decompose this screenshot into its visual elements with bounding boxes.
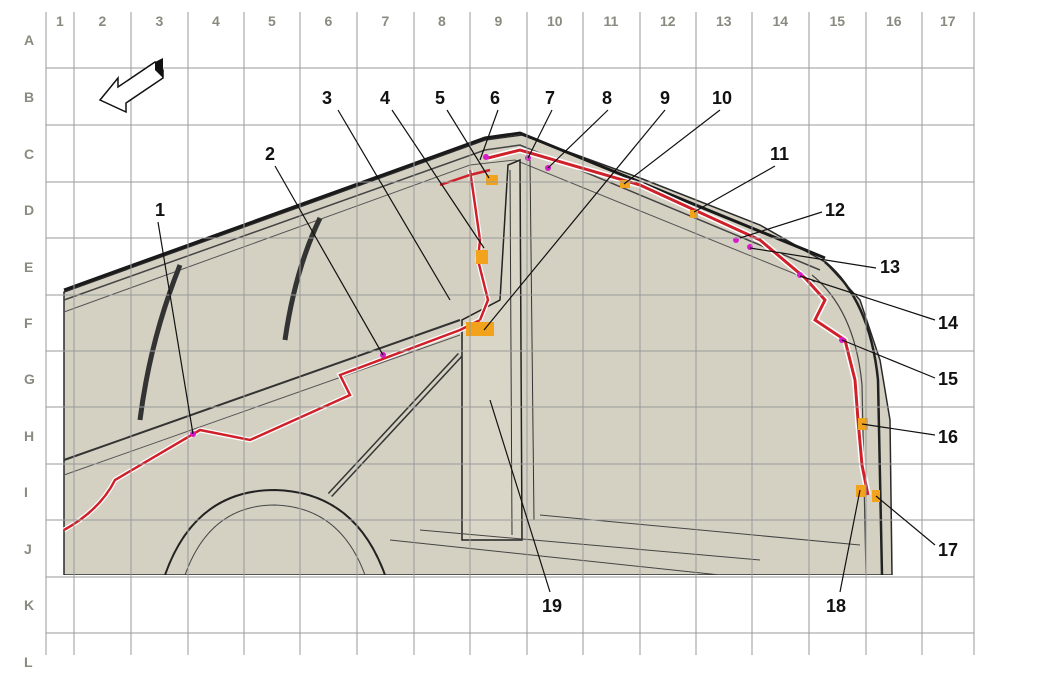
leader-line-15 xyxy=(841,339,936,379)
leader-line-11 xyxy=(693,165,776,213)
wall-rib-2 xyxy=(282,216,323,341)
grid-column-label: 11 xyxy=(603,13,619,29)
grid-column-label: 4 xyxy=(212,13,220,29)
leader-line-6 xyxy=(479,109,499,161)
leader-line-9 xyxy=(483,109,666,331)
leader-line-13 xyxy=(749,247,877,269)
leader-line-7 xyxy=(527,109,553,159)
floor-rib-2 xyxy=(419,529,761,561)
belt-line-2 xyxy=(63,334,461,476)
reference-grid xyxy=(45,12,975,655)
grid-column-label: 9 xyxy=(494,13,503,29)
grid-row-label: J xyxy=(24,540,32,557)
leader-line-5 xyxy=(446,109,490,179)
callout-15: 15 xyxy=(938,369,959,389)
grid-row-label: G xyxy=(24,371,35,387)
leader-line-8 xyxy=(547,109,609,169)
callout-19: 19 xyxy=(542,596,563,616)
b-pillar xyxy=(461,158,523,541)
grid-column-label: 16 xyxy=(886,13,902,29)
connector-magenta xyxy=(483,154,489,160)
grid-row-label: B xyxy=(24,88,35,105)
callout-1: 1 xyxy=(155,200,166,220)
rear-door-frame-inner xyxy=(811,274,867,576)
grid-row-label: D xyxy=(24,202,35,218)
callout-16: 16 xyxy=(938,427,959,447)
grid-column-label: 10 xyxy=(547,13,563,29)
leader-line-14 xyxy=(799,275,936,321)
connector-orange xyxy=(486,175,498,185)
leader-line-16 xyxy=(861,423,936,436)
leader-line-2 xyxy=(274,165,384,356)
grid-column-label: 17 xyxy=(940,13,956,29)
wall-rib-1 xyxy=(137,264,183,421)
grid-row-label: F xyxy=(24,315,33,331)
front-direction-arrow-icon xyxy=(98,58,164,114)
b-pillar-edge-2 xyxy=(529,159,535,521)
grid-row-label: I xyxy=(24,484,28,500)
callout-13: 13 xyxy=(880,257,901,277)
grid-column-label: 13 xyxy=(716,13,732,29)
grid-column-label: 7 xyxy=(381,13,390,29)
callout-12: 12 xyxy=(825,200,846,220)
grid-row-label: K xyxy=(24,597,35,613)
leader-lines xyxy=(157,109,936,593)
grid-column-label: 15 xyxy=(829,13,846,29)
leader-line-3 xyxy=(337,109,451,301)
callout-8: 8 xyxy=(602,88,613,108)
callout-10: 10 xyxy=(712,88,733,108)
grid-row-label: C xyxy=(24,145,35,162)
callout-18: 18 xyxy=(826,596,847,616)
connector-orange xyxy=(620,180,630,188)
callout-11: 11 xyxy=(770,144,790,164)
callout-3: 3 xyxy=(322,88,333,108)
leader-line-17 xyxy=(875,495,936,546)
grid-column-label: 1 xyxy=(56,13,64,29)
callout-5: 5 xyxy=(435,88,446,108)
grid-column-label: 3 xyxy=(155,13,164,29)
grid-column-label: 6 xyxy=(324,13,333,29)
roof-rail-inner xyxy=(63,144,821,301)
callout-7: 7 xyxy=(545,88,556,108)
grid-column-label: 2 xyxy=(98,13,107,29)
rear-door-frame xyxy=(824,261,884,576)
callout-6: 6 xyxy=(490,88,501,108)
connector-orange xyxy=(856,485,866,497)
belt-line xyxy=(63,319,461,461)
leader-line-10 xyxy=(623,109,721,185)
grid-row-label: H xyxy=(24,427,35,444)
leader-line-4 xyxy=(391,109,485,249)
vehicle-body xyxy=(63,131,893,576)
grid-column-label: 12 xyxy=(660,13,676,29)
diagonal-brace-inner xyxy=(328,353,462,497)
wheel-arch-inner xyxy=(184,504,366,576)
leader-line-12 xyxy=(739,211,823,239)
callout-9: 9 xyxy=(660,88,671,108)
b-pillar-edge xyxy=(509,169,513,536)
connector-orange xyxy=(476,250,488,264)
callout-17: 17 xyxy=(938,540,959,560)
connector-orange xyxy=(690,210,698,218)
grid-row-label: A xyxy=(24,32,35,48)
callout-14: 14 xyxy=(938,313,959,333)
callout-4: 4 xyxy=(380,88,391,108)
callout-2: 2 xyxy=(265,144,276,164)
leader-line-1 xyxy=(157,221,194,435)
grid-row-label: L xyxy=(24,653,33,670)
leader-line-18 xyxy=(839,489,861,593)
grid-column-label: 8 xyxy=(438,13,446,29)
harness-side-core xyxy=(63,318,481,532)
grid-column-label: 5 xyxy=(268,13,276,29)
roof-rail-outer xyxy=(63,131,826,292)
floor-rib-1 xyxy=(389,539,721,576)
grid-row-label: E xyxy=(24,258,34,275)
leader-line-19 xyxy=(489,399,551,593)
grid-column-label: 14 xyxy=(772,13,789,29)
